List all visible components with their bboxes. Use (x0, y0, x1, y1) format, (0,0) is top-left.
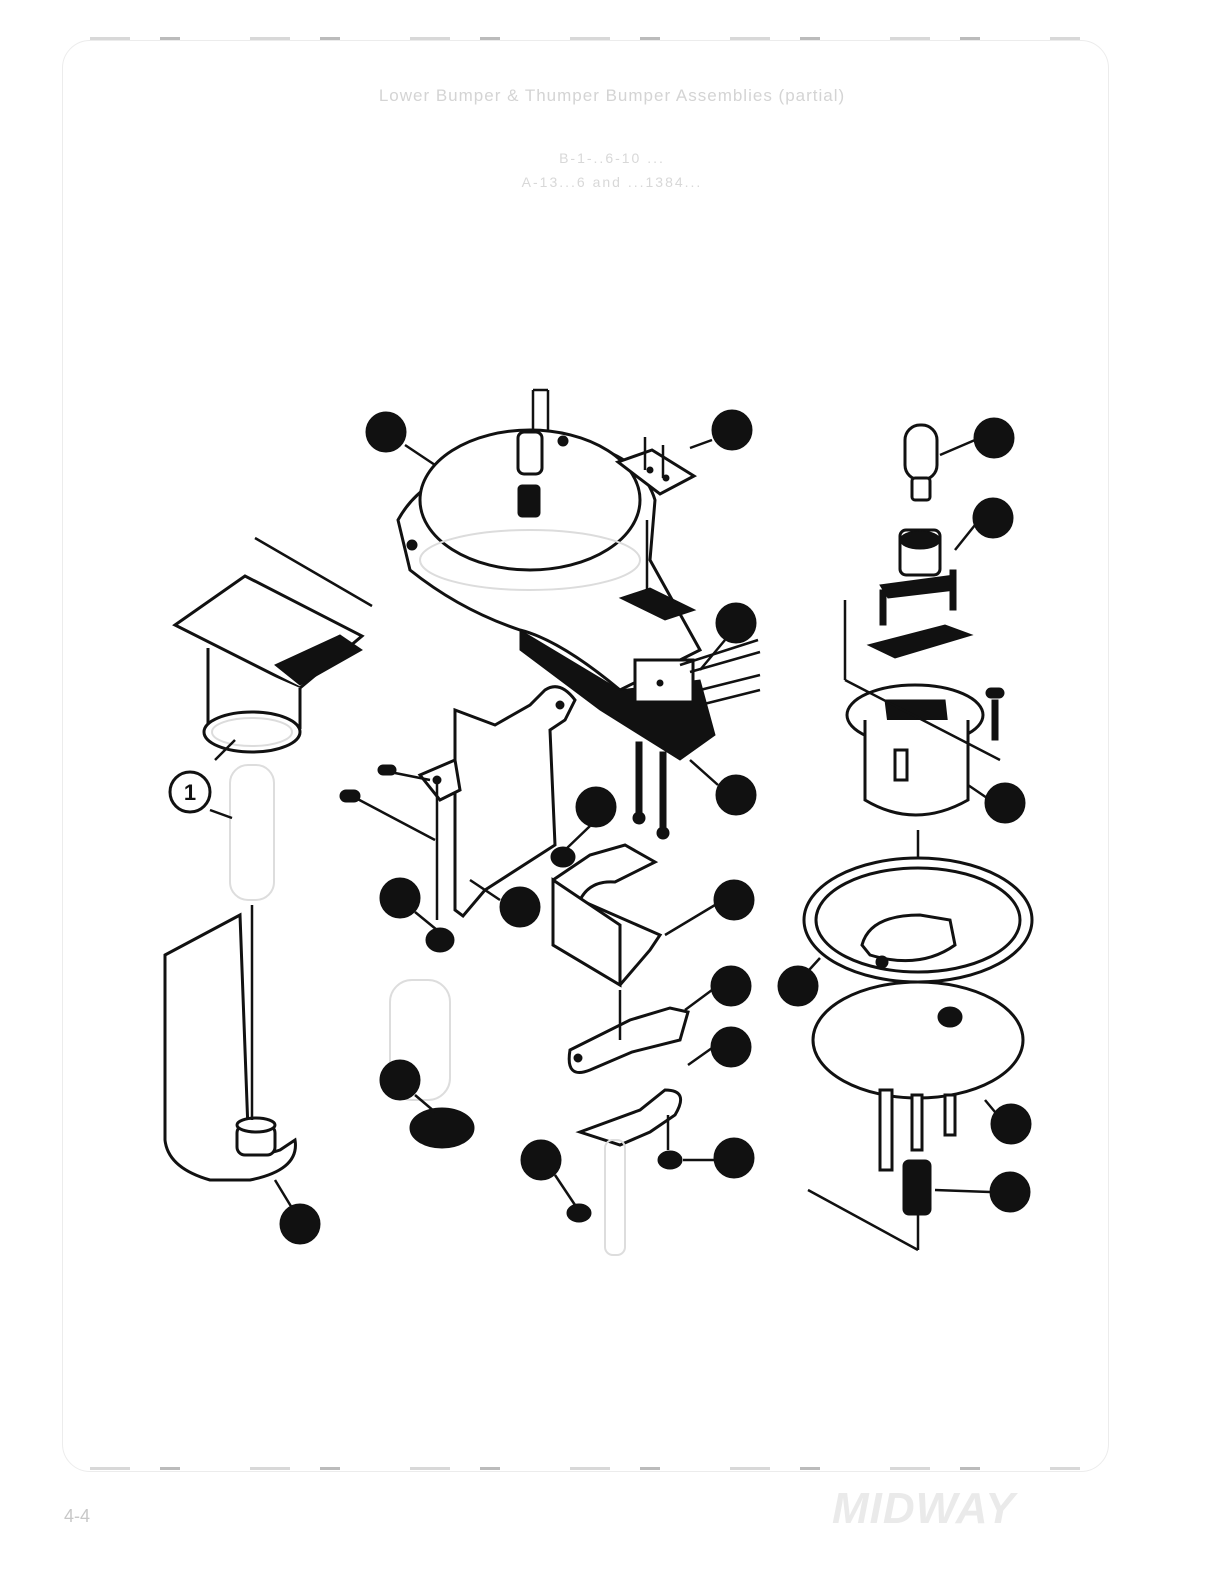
lamp-bulb (903, 423, 939, 502)
crank-link-upper (567, 990, 690, 1074)
bumper-body (844, 678, 1005, 880)
callout-marker-icon (365, 411, 407, 453)
coil-mounting-plate (172, 536, 373, 754)
scan-edge-bottom (90, 1467, 1080, 1470)
callout-1: 1 (168, 739, 236, 820)
part-number-line-2: A-13...6 and ...1384... (521, 174, 703, 190)
fibre-link-chain (604, 1139, 626, 1256)
bumper-base-plate (396, 388, 703, 692)
coil-frame (551, 843, 663, 988)
armature-link-bracket (339, 685, 577, 953)
page-frame (62, 40, 1109, 1472)
page-title: Lower Bumper & Thumper Bumper Assemblies… (378, 86, 846, 105)
part-number-line-1: B-1-..6-10 ... (559, 150, 665, 166)
bumper-base (807, 980, 1025, 1252)
bumper-skirt (802, 856, 1034, 984)
brand-logo: MIDWAY (832, 1484, 1016, 1533)
callout-1-label: 1 (184, 780, 196, 805)
scan-edge-top (90, 37, 1080, 40)
coil-stop-bracket (163, 905, 297, 1182)
coil-spring (229, 764, 275, 901)
crank-link-lower (566, 1088, 683, 1223)
insulator-plate (618, 520, 697, 621)
mounting-bracket-small (614, 437, 698, 496)
callout-markers (273, 409, 1032, 1245)
page-number: 4-4 (64, 1506, 91, 1526)
lamp-socket (843, 528, 974, 680)
